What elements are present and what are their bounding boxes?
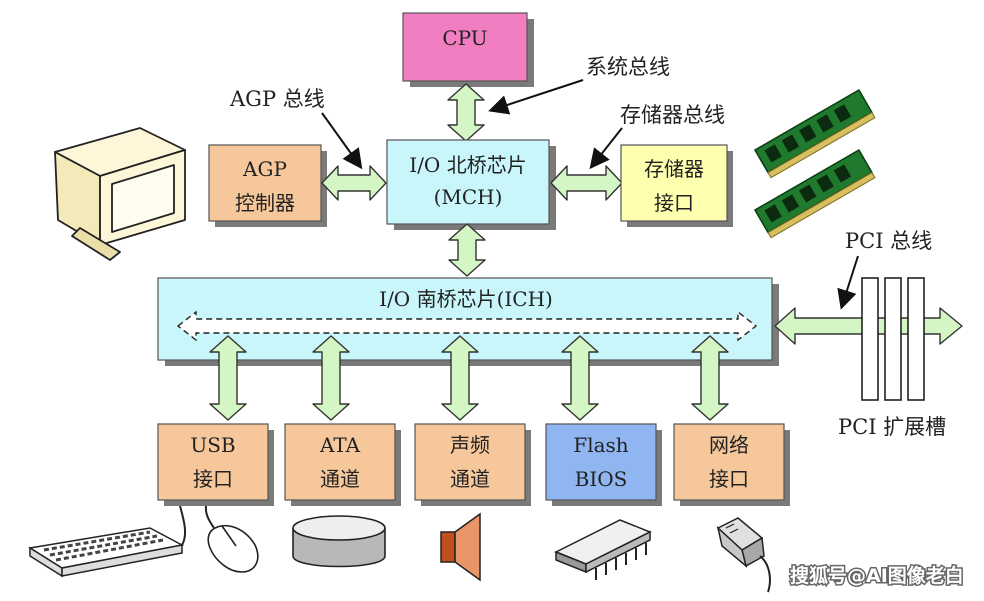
usb-box: USB 接口 <box>157 423 274 506</box>
audio-arrow <box>441 335 479 421</box>
usb-arrow <box>209 335 247 421</box>
mch-label-line2: (MCH) <box>434 185 503 209</box>
monitor-icon <box>54 127 186 261</box>
system-bus-pointer <box>488 79 584 115</box>
usb-label-line1: USB <box>190 433 235 457</box>
memory-bus-pointer <box>589 127 623 170</box>
flash-bios-box: Flash BIOS <box>545 423 662 506</box>
agp-bus-label: AGP 总线 <box>229 87 325 111</box>
mch-memory-arrow <box>550 165 623 201</box>
ata-label-line1: ATA <box>319 433 361 457</box>
flash-label-line2: BIOS <box>575 467 628 491</box>
audio-box: 声频 通道 <box>414 423 531 506</box>
mouse-icon <box>204 505 259 573</box>
mch-ich-arrow <box>448 223 486 277</box>
pci-slot-label: PCI 扩展槽 <box>838 415 946 439</box>
ata-arrow <box>312 335 350 421</box>
usb-label-line2: 接口 <box>193 467 233 491</box>
cpu-label: CPU <box>442 26 487 50</box>
network-box: 网络 接口 <box>673 423 790 506</box>
internal-bus-arrow <box>176 310 758 342</box>
flash-chip-icon <box>554 519 652 580</box>
network-arrow <box>691 335 729 421</box>
flash-label-line1: Flash <box>573 433 628 457</box>
disk-icon <box>292 515 386 568</box>
pci-slots-icon <box>861 277 925 401</box>
memory-label-line2: 接口 <box>654 191 694 215</box>
network-label-line1: 网络 <box>709 433 749 457</box>
watermark: 搜狐号@AI图像老白 <box>789 563 966 589</box>
ata-box: ATA 通道 <box>284 423 401 506</box>
agp-bus-pointer <box>321 112 363 170</box>
memory-label-line1: 存储器 <box>644 157 704 181</box>
network-label-line2: 接口 <box>709 467 749 491</box>
agp-controller-box: AGP 控制器 <box>208 144 327 227</box>
agp-mch-arrow <box>321 165 387 201</box>
keyboard-icon <box>27 505 187 578</box>
agp-label-line1: AGP <box>242 157 287 181</box>
memory-interface-box: 存储器 接口 <box>620 144 733 227</box>
system-bus-label: 系统总线 <box>586 55 670 79</box>
south-bridge-box: I/O 南桥芯片(ICH) <box>157 277 779 366</box>
cpu-box: CPU <box>402 12 534 87</box>
agp-label-line2: 控制器 <box>235 191 295 215</box>
ich-label: I/O 南桥芯片(ICH) <box>379 287 553 311</box>
pci-bus-pointer <box>837 255 859 310</box>
audio-label-line1: 声频 <box>450 433 490 457</box>
cpu-mch-arrow <box>447 83 485 142</box>
watermark-text: 搜狐号@AI图像老白 <box>790 564 964 587</box>
audio-label-line2: 通道 <box>450 467 490 491</box>
pci-bus-label: PCI 总线 <box>845 229 932 253</box>
speaker-icon <box>440 512 481 582</box>
ata-label-line2: 通道 <box>320 467 360 491</box>
mch-label-line1: I/O 北桥芯片 <box>409 153 526 177</box>
flash-arrow <box>561 335 599 421</box>
north-bridge-box: I/O 北桥芯片 (MCH) <box>386 139 556 230</box>
network-plug-icon <box>716 517 771 593</box>
memory-stick-icon <box>753 88 876 239</box>
memory-bus-label: 存储器总线 <box>620 103 725 127</box>
